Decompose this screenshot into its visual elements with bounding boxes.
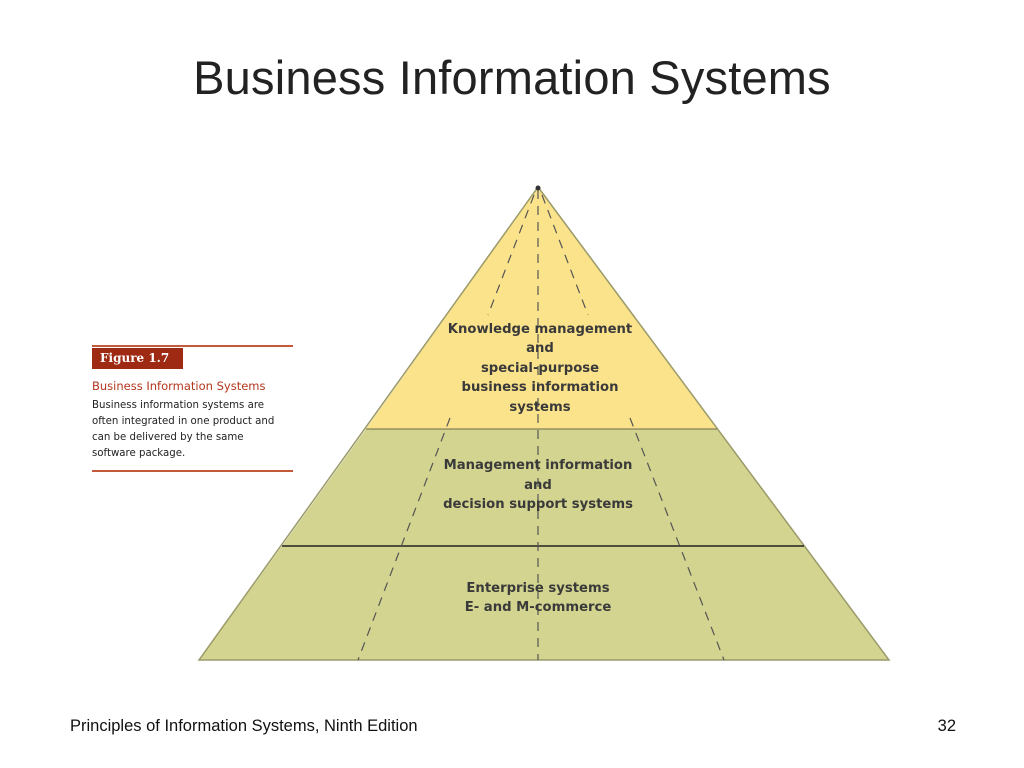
tier-bottom-label-line: Enterprise systems <box>466 581 609 596</box>
tier-top-label-line: special-purpose <box>481 361 599 376</box>
figure-description-line: can be delivered by the same <box>92 432 244 443</box>
figure-caption: Figure 1.7 Business Information Systems … <box>92 345 293 472</box>
pyramid-tier-bottom <box>199 546 889 660</box>
tier-middle-label-line: decision support systems <box>443 497 633 512</box>
dashed-line-right-outer <box>629 417 725 661</box>
slide-title: Business Information Systems <box>193 51 831 104</box>
dashed-line-left-inner <box>487 194 535 316</box>
figure-description-line: software package. <box>92 448 186 459</box>
dashed-line-right-inner <box>541 194 589 316</box>
figure-title: Business Information Systems <box>92 379 266 393</box>
pyramid-tier-top <box>366 187 717 429</box>
tier-top-label-line: and <box>526 341 554 356</box>
tier-bottom-label-line: E- and M-commerce <box>465 600 612 615</box>
tier-top-label-line: systems <box>509 400 570 415</box>
figure-description: Business information systems are often i… <box>92 398 293 462</box>
page-number: 32 <box>937 717 956 735</box>
tier-top-label-line: business information <box>462 380 619 395</box>
caption-top-rule <box>92 345 293 347</box>
integration-dashed-lines <box>357 190 725 661</box>
footer-book-title: Principles of Information Systems, Ninth… <box>70 717 418 735</box>
tier-middle-label-line: Management information <box>444 458 633 473</box>
caption-bottom-rule <box>92 470 293 472</box>
tier-middle-label-line: and <box>524 478 552 493</box>
dashed-line-left-outer <box>357 417 451 661</box>
figure-label: Figure 1.7 <box>92 348 184 369</box>
figure-description-line: Business information systems are <box>92 400 265 411</box>
pyramid-outline <box>197 185 891 661</box>
pyramid-tier-middle <box>282 429 804 546</box>
figure-description-line: often integrated in one product and <box>92 416 275 427</box>
pyramid-apex-dot <box>535 185 541 191</box>
tier-top-label-line: Knowledge management <box>448 322 632 337</box>
